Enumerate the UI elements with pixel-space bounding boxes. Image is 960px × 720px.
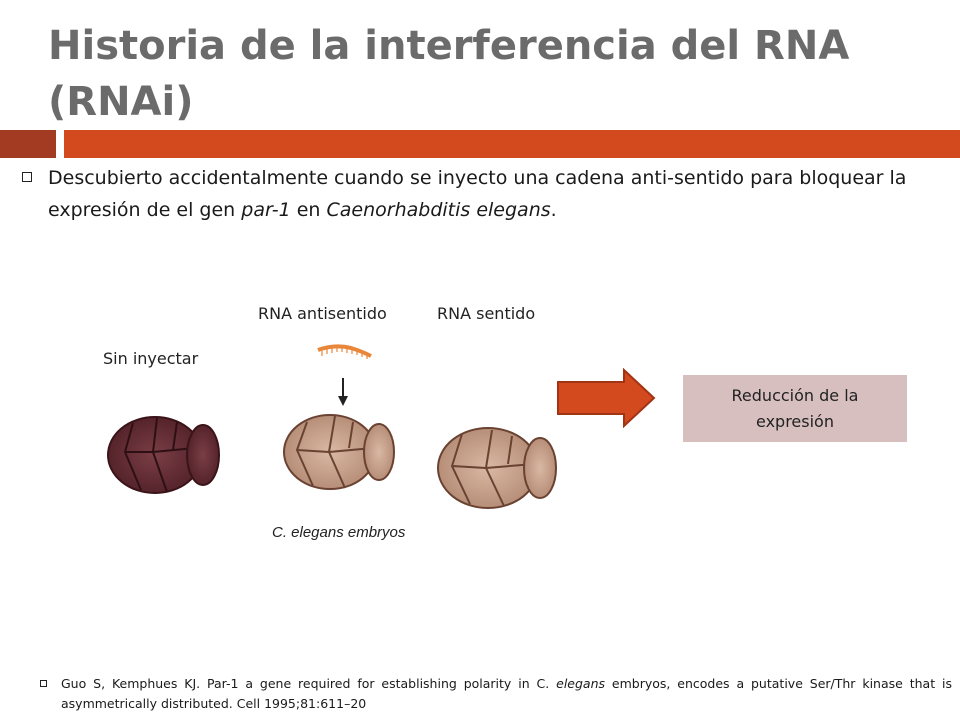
reference-bullet: Guo S, Kemphues KJ. Par-1 a gene require…: [36, 674, 952, 714]
down-arrow-antisense-icon: [338, 378, 348, 406]
embryos-figure: [107, 344, 395, 494]
label-rna-antisense: RNA antisentido: [258, 304, 387, 323]
bullet-text-part1: Descubierto accidentalmente cuando se in…: [48, 167, 907, 221]
title-line-2: (RNAi): [48, 79, 194, 125]
main-bullet: Descubierto accidentalmente cuando se in…: [18, 162, 948, 226]
embryo-sense: [437, 427, 557, 509]
big-right-arrow-icon: [557, 368, 656, 428]
bullet-text-part3: .: [550, 199, 557, 221]
embryo-sense-figure: [437, 427, 557, 509]
reference-italic: elegans: [556, 676, 606, 691]
bullet-square-icon: [22, 172, 32, 182]
title-line-1: Historia de la interferencia del RNA: [48, 23, 850, 69]
label-uninjected: Sin inyectar: [103, 349, 199, 368]
bullet-gene-name: par-1: [241, 199, 291, 221]
reference-part2: embryos, encodes a putative Ser/Thr kina…: [61, 676, 952, 711]
embryo-antisense: [283, 414, 395, 490]
bullet-text-part2: en: [290, 199, 327, 221]
result-box: Reducción de la expresión: [683, 375, 907, 442]
result-line-2: expresión: [756, 411, 834, 431]
figure-caption-text: C. elegans embryos: [272, 524, 406, 541]
main-bullet-text: Descubierto accidentalmente cuando se in…: [48, 162, 948, 226]
title-accent-bar-right: [64, 130, 960, 158]
label-rna-sense: RNA sentido: [437, 304, 536, 323]
title-accent-bar-left: [0, 130, 56, 158]
reference-square-icon: [40, 680, 47, 687]
bullet-species-name: Caenorhabditis elegans: [326, 199, 551, 221]
reference-text: Guo S, Kemphues KJ. Par-1 a gene require…: [61, 674, 952, 714]
reference-part1: Guo S, Kemphues KJ. Par-1 a gene require…: [61, 676, 557, 691]
rna-antisense-strand-icon: [317, 344, 372, 359]
figure-caption: C. elegans embryos: [272, 524, 405, 541]
embryo-uninjected: [107, 416, 220, 494]
result-line-1: Reducción de la: [731, 385, 859, 405]
slide-title: Historia de la interferencia del RNA (RN…: [48, 18, 928, 130]
result-box-text: Reducción de la expresión: [732, 383, 859, 435]
